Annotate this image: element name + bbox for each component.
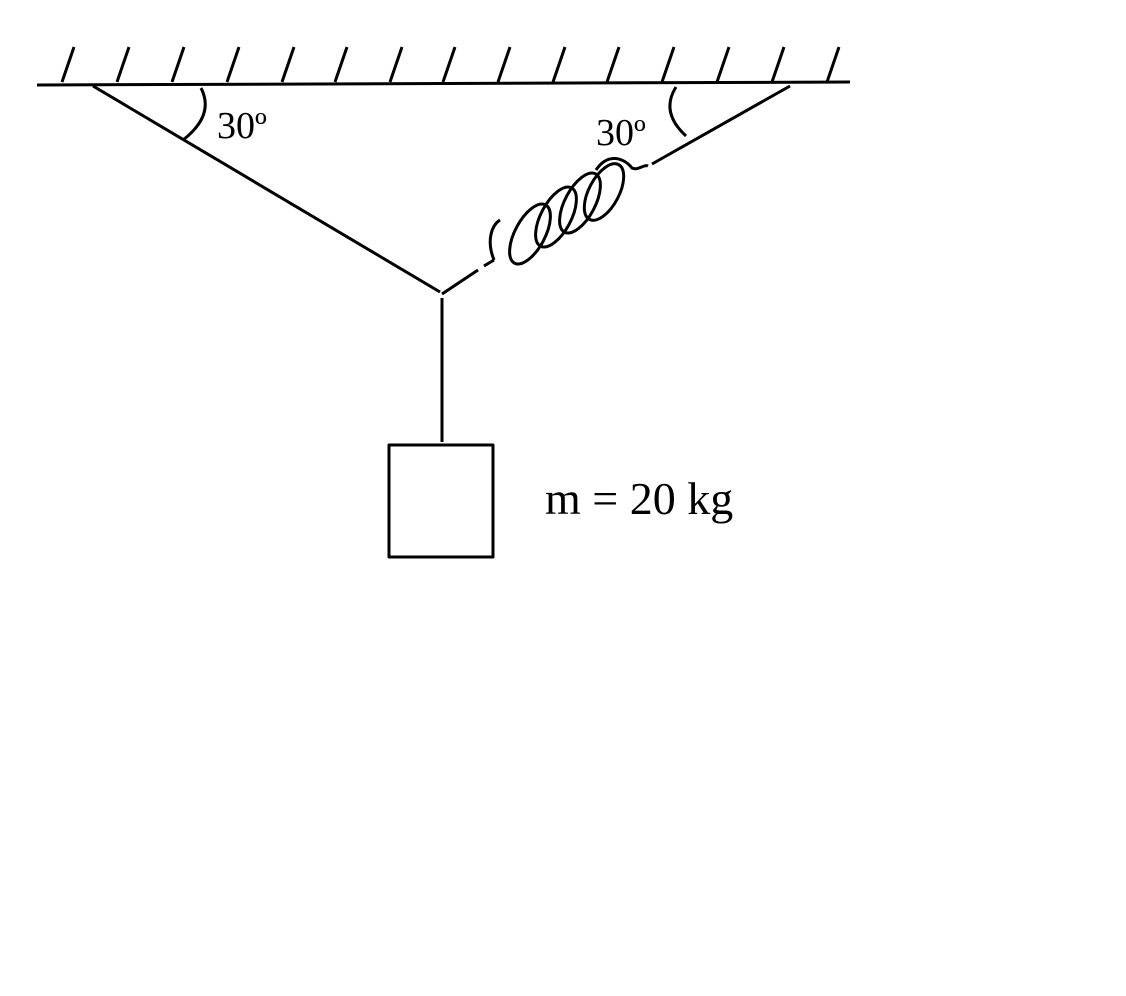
hatch-mark — [496, 46, 512, 83]
hatch-mark — [605, 46, 621, 83]
spring-connector-lower-stub — [483, 258, 495, 268]
hatch-mark — [60, 46, 76, 83]
hatch-mark — [388, 46, 404, 83]
hatch-mark — [170, 46, 186, 83]
hatch-mark — [333, 46, 349, 83]
spring-lead-out — [594, 157, 649, 171]
ceiling-line — [36, 80, 851, 87]
spring-coil — [582, 162, 626, 222]
hatch-mark — [715, 46, 731, 83]
hatch-mark — [825, 46, 841, 83]
mass-block — [387, 443, 495, 559]
hatch-mark — [660, 46, 676, 83]
hatch-mark — [280, 46, 296, 83]
spring — [488, 157, 649, 266]
hatch-mark — [770, 46, 786, 83]
right-angle-arc — [668, 86, 688, 138]
right-rope — [651, 84, 791, 166]
hatch-mark — [441, 46, 457, 83]
spring-lead-in — [488, 218, 501, 261]
spring-coil — [534, 185, 578, 249]
spring-connector-lower — [441, 268, 479, 296]
left-angle-arc — [182, 87, 207, 142]
spring-coil — [508, 202, 552, 266]
mass-label: m = 20 kg — [545, 473, 733, 524]
left-angle-label: 30º — [217, 105, 267, 147]
spring-coil — [558, 171, 602, 235]
hatch-mark — [115, 46, 131, 83]
hatch-mark — [551, 46, 567, 83]
left-rope — [92, 84, 441, 294]
hatch-mark — [225, 46, 241, 83]
right-angle-label: 30º — [596, 112, 646, 154]
ceiling-hatching — [60, 46, 841, 83]
